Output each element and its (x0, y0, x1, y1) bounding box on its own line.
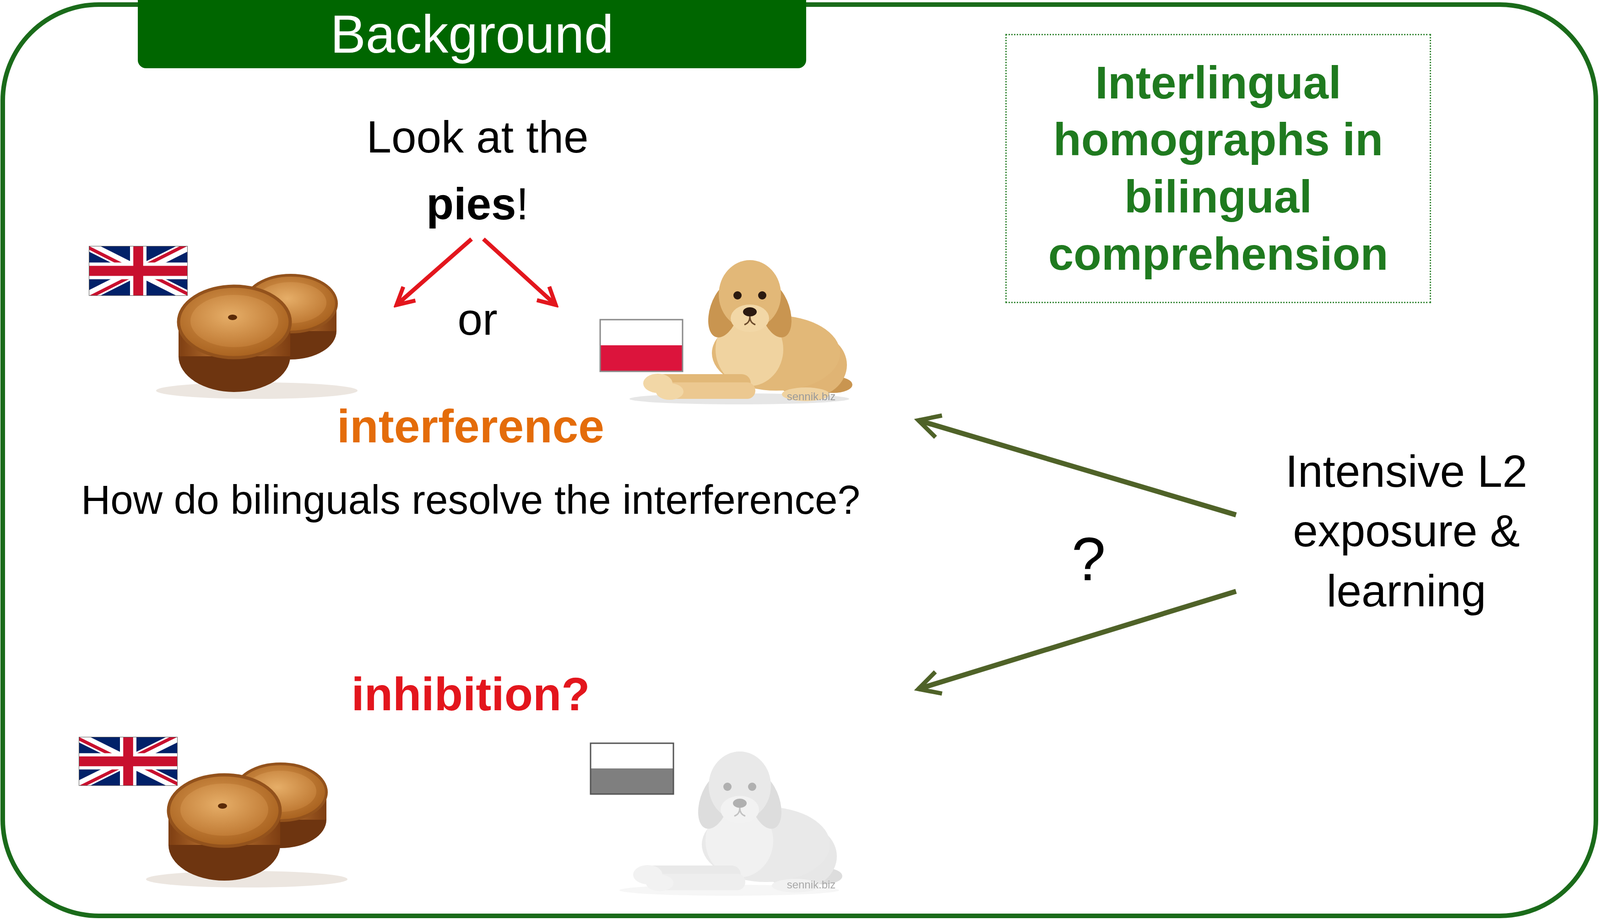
influence-arrow (918, 591, 1237, 689)
title-band (137, 0, 807, 69)
prompt-text: ! (515, 177, 529, 232)
influence-arrow (918, 420, 1237, 516)
slide-frame (2, 4, 1596, 916)
inhibition-group: inhibition? (22, 659, 919, 728)
text-row: pies! (426, 177, 529, 232)
cause-group: Intensive L2 exposure & learning (1236, 430, 1577, 632)
title-text: Background (137, 0, 807, 69)
question-mark: ? (1071, 522, 1107, 597)
topic-box: Interlingual homographs in bilingual com… (1005, 33, 1432, 304)
uk-flag (88, 245, 188, 296)
greyed-polish-flag (590, 743, 674, 794)
question-group: interferenceHow do bilinguals resolve th… (22, 398, 919, 532)
node-heading: inhibition? (351, 666, 590, 722)
homograph-word: pies (426, 177, 516, 232)
node-heading: Interlingual homographs in bilingual com… (1025, 54, 1412, 283)
node-text: How do bilinguals resolve the interferen… (81, 475, 861, 525)
or-text: or (457, 292, 498, 347)
node-heading: Intensive L2 exposure & learning (1278, 441, 1535, 621)
uk-flag (78, 736, 178, 786)
node-heading: interference (336, 398, 605, 455)
watermark: sennik.biz (786, 878, 836, 892)
watermark: sennik.biz (786, 390, 836, 404)
prompt-text: Look at the (366, 110, 589, 165)
polish-flag (600, 319, 683, 372)
